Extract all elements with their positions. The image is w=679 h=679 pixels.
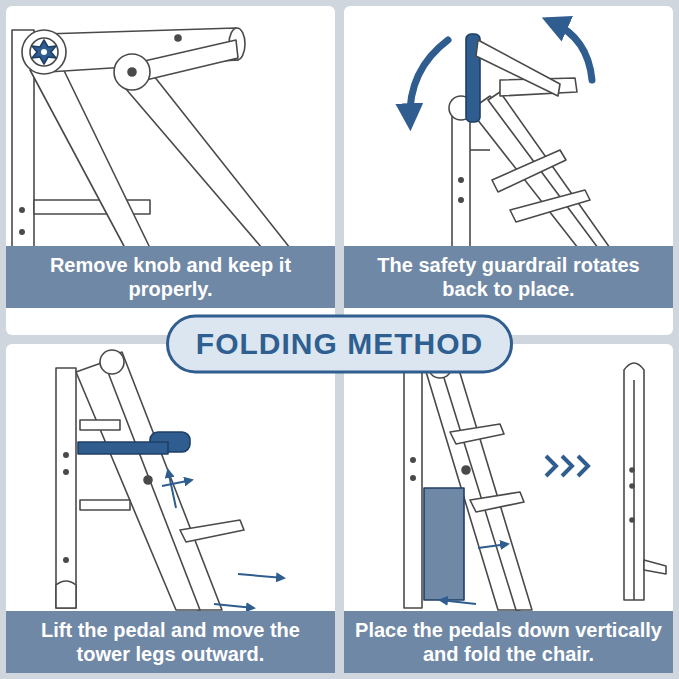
knob-closeup-illustration [20,230,24,234]
folded-tower-illustration [630,468,634,472]
knob-closeup-illustration [120,66,290,248]
caption-text: Place the pedals down vertically and fol… [352,618,665,666]
knob-closeup-illustration [114,54,150,90]
knob-closeup-illustration [30,38,58,66]
knob-closeup-illustration [32,40,56,64]
movement-arrow [214,604,254,608]
caption-band: Place the pedals down vertically and fol… [344,611,673,673]
chevron-symbol [578,456,588,476]
knob-closeup-illustration [175,35,181,41]
tower-illustration [64,470,68,474]
rotation-arrow [410,22,592,120]
guardrail-illustration [459,178,463,182]
folded-tower-illustration [470,492,524,512]
guardrail-illustration [452,100,470,248]
tower-illustration [100,350,124,374]
folded-tower-illustration [404,354,666,610]
folded-tower-illustration [411,458,415,462]
tower-illustration [78,442,168,454]
title-pill [168,316,512,372]
knob-closeup-illustration [140,40,238,80]
movement-arrow [162,480,192,486]
guardrail-illustration [492,150,566,192]
folded-tower-illustration [411,476,415,480]
folded-tower-illustration [630,484,634,488]
rotation-arrow [410,40,448,120]
guardrail-illustration [476,40,560,96]
folded-tower-illustration [450,424,504,444]
chevron-symbol [562,456,572,476]
knob-closeup-illustration [22,30,66,74]
knob-closeup-illustration [30,52,150,248]
panel-background [6,6,673,673]
knob-closeup-illustration [41,49,47,55]
tower-illustration [144,476,152,484]
knob-closeup-illustration [128,68,136,76]
panel-background [344,344,673,673]
tower-illustration [56,581,76,608]
tower-illustration [76,362,200,610]
folded-tower-illustration [633,380,635,600]
folded-tower-illustration [644,560,666,574]
caption-band: Lift the pedal and move the tower legs o… [6,611,335,673]
tower-illustration [180,520,244,542]
tower-illustration [80,500,130,510]
tower-illustration [64,558,68,562]
chevron-symbol [546,456,556,476]
rotation-arrow [552,22,592,80]
folded-tower-illustration [630,518,634,522]
caption-band: Remove knob and keep it properly. [6,246,335,308]
tower-illustration [56,350,244,610]
caption-text: Lift the pedal and move the tower legs o… [14,618,327,666]
chevron-symbol [546,456,588,476]
caption-text: Remove knob and keep it properly. [14,253,327,301]
title-holder: FOLDING METHOD [0,316,679,372]
caption-band: The safety guardrail rotates back to pla… [344,246,673,308]
panel-background [344,6,673,335]
guardrail-illustration [470,149,490,151]
knob-closeup-illustration [20,208,24,212]
guardrail-illustration [510,190,590,222]
movement-arrow [238,574,284,578]
folded-tower-illustration [462,466,470,474]
movement-arrow [440,544,508,604]
panel-background [6,344,335,673]
title-text: FOLDING METHOD [196,327,483,361]
tower-illustration [56,368,76,608]
movement-arrow [440,600,476,604]
guardrail-illustration [488,92,610,248]
movement-arrow [478,544,508,548]
folded-tower-illustration [624,363,644,600]
caption-text: The safety guardrail rotates back to pla… [352,253,665,301]
guardrail-illustration [459,198,463,202]
knob-closeup-illustration [12,28,290,248]
folded-tower-illustration [404,368,422,608]
movement-arrow [162,470,284,608]
tower-illustration [80,420,120,430]
folded-tower-illustration [424,488,464,600]
movement-arrow [168,470,176,508]
panel-background [6,6,335,335]
guardrail-illustration [449,34,610,248]
tower-illustration [64,453,68,457]
